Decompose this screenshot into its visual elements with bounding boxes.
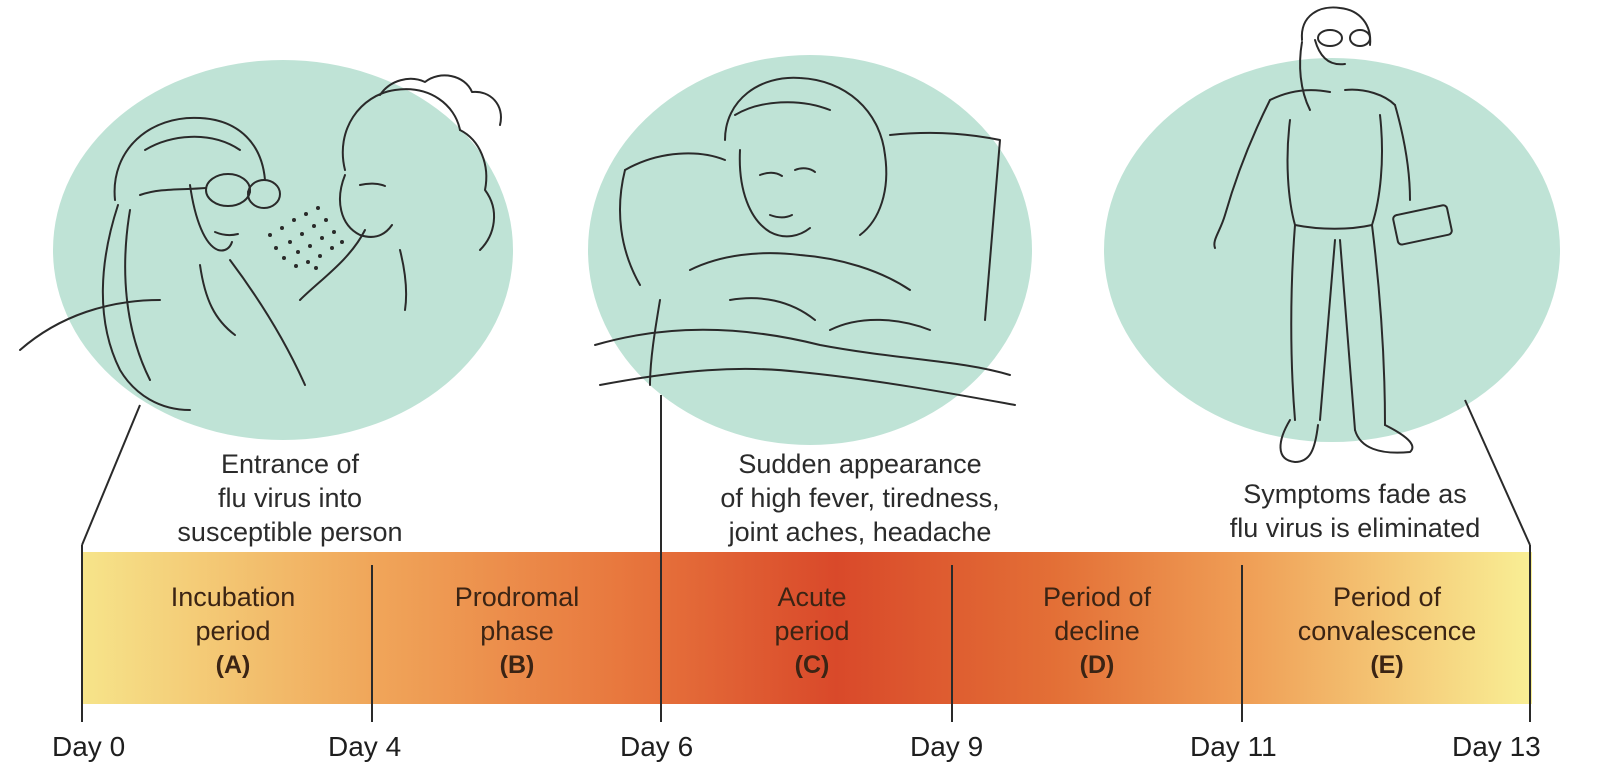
day-label-11: Day 11 (1190, 731, 1277, 763)
day-label-6: Day 6 (620, 731, 693, 763)
day-label-0: Day 0 (52, 731, 125, 763)
day-label-9: Day 9 (910, 731, 983, 763)
day-label-13: Day 13 (1452, 731, 1541, 763)
day-label-4: Day 4 (328, 731, 401, 763)
